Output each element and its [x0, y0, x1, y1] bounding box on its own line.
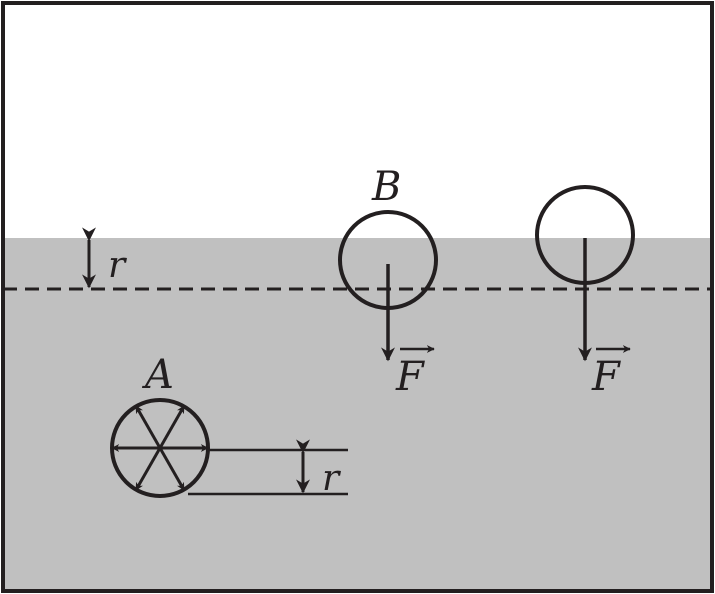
sphere-a-label: A [141, 352, 174, 398]
radius-label-top: r [108, 245, 127, 286]
air-region [3, 3, 712, 239]
sphere-a: A [110, 352, 210, 498]
sphere-b: B F [338, 164, 438, 400]
radius-label-bottom: r [322, 458, 341, 499]
svg-text:F: F [591, 354, 621, 400]
force-label-b: F [395, 345, 435, 400]
liquid-region [3, 238, 712, 591]
svg-text:F: F [395, 354, 425, 400]
force-label-right: F [591, 345, 631, 400]
radius-indicator-bottom: r [188, 439, 348, 499]
radius-indicator-top: r [82, 227, 127, 289]
sphere-b-label: B [371, 164, 401, 210]
sphere-right: F [535, 185, 635, 400]
